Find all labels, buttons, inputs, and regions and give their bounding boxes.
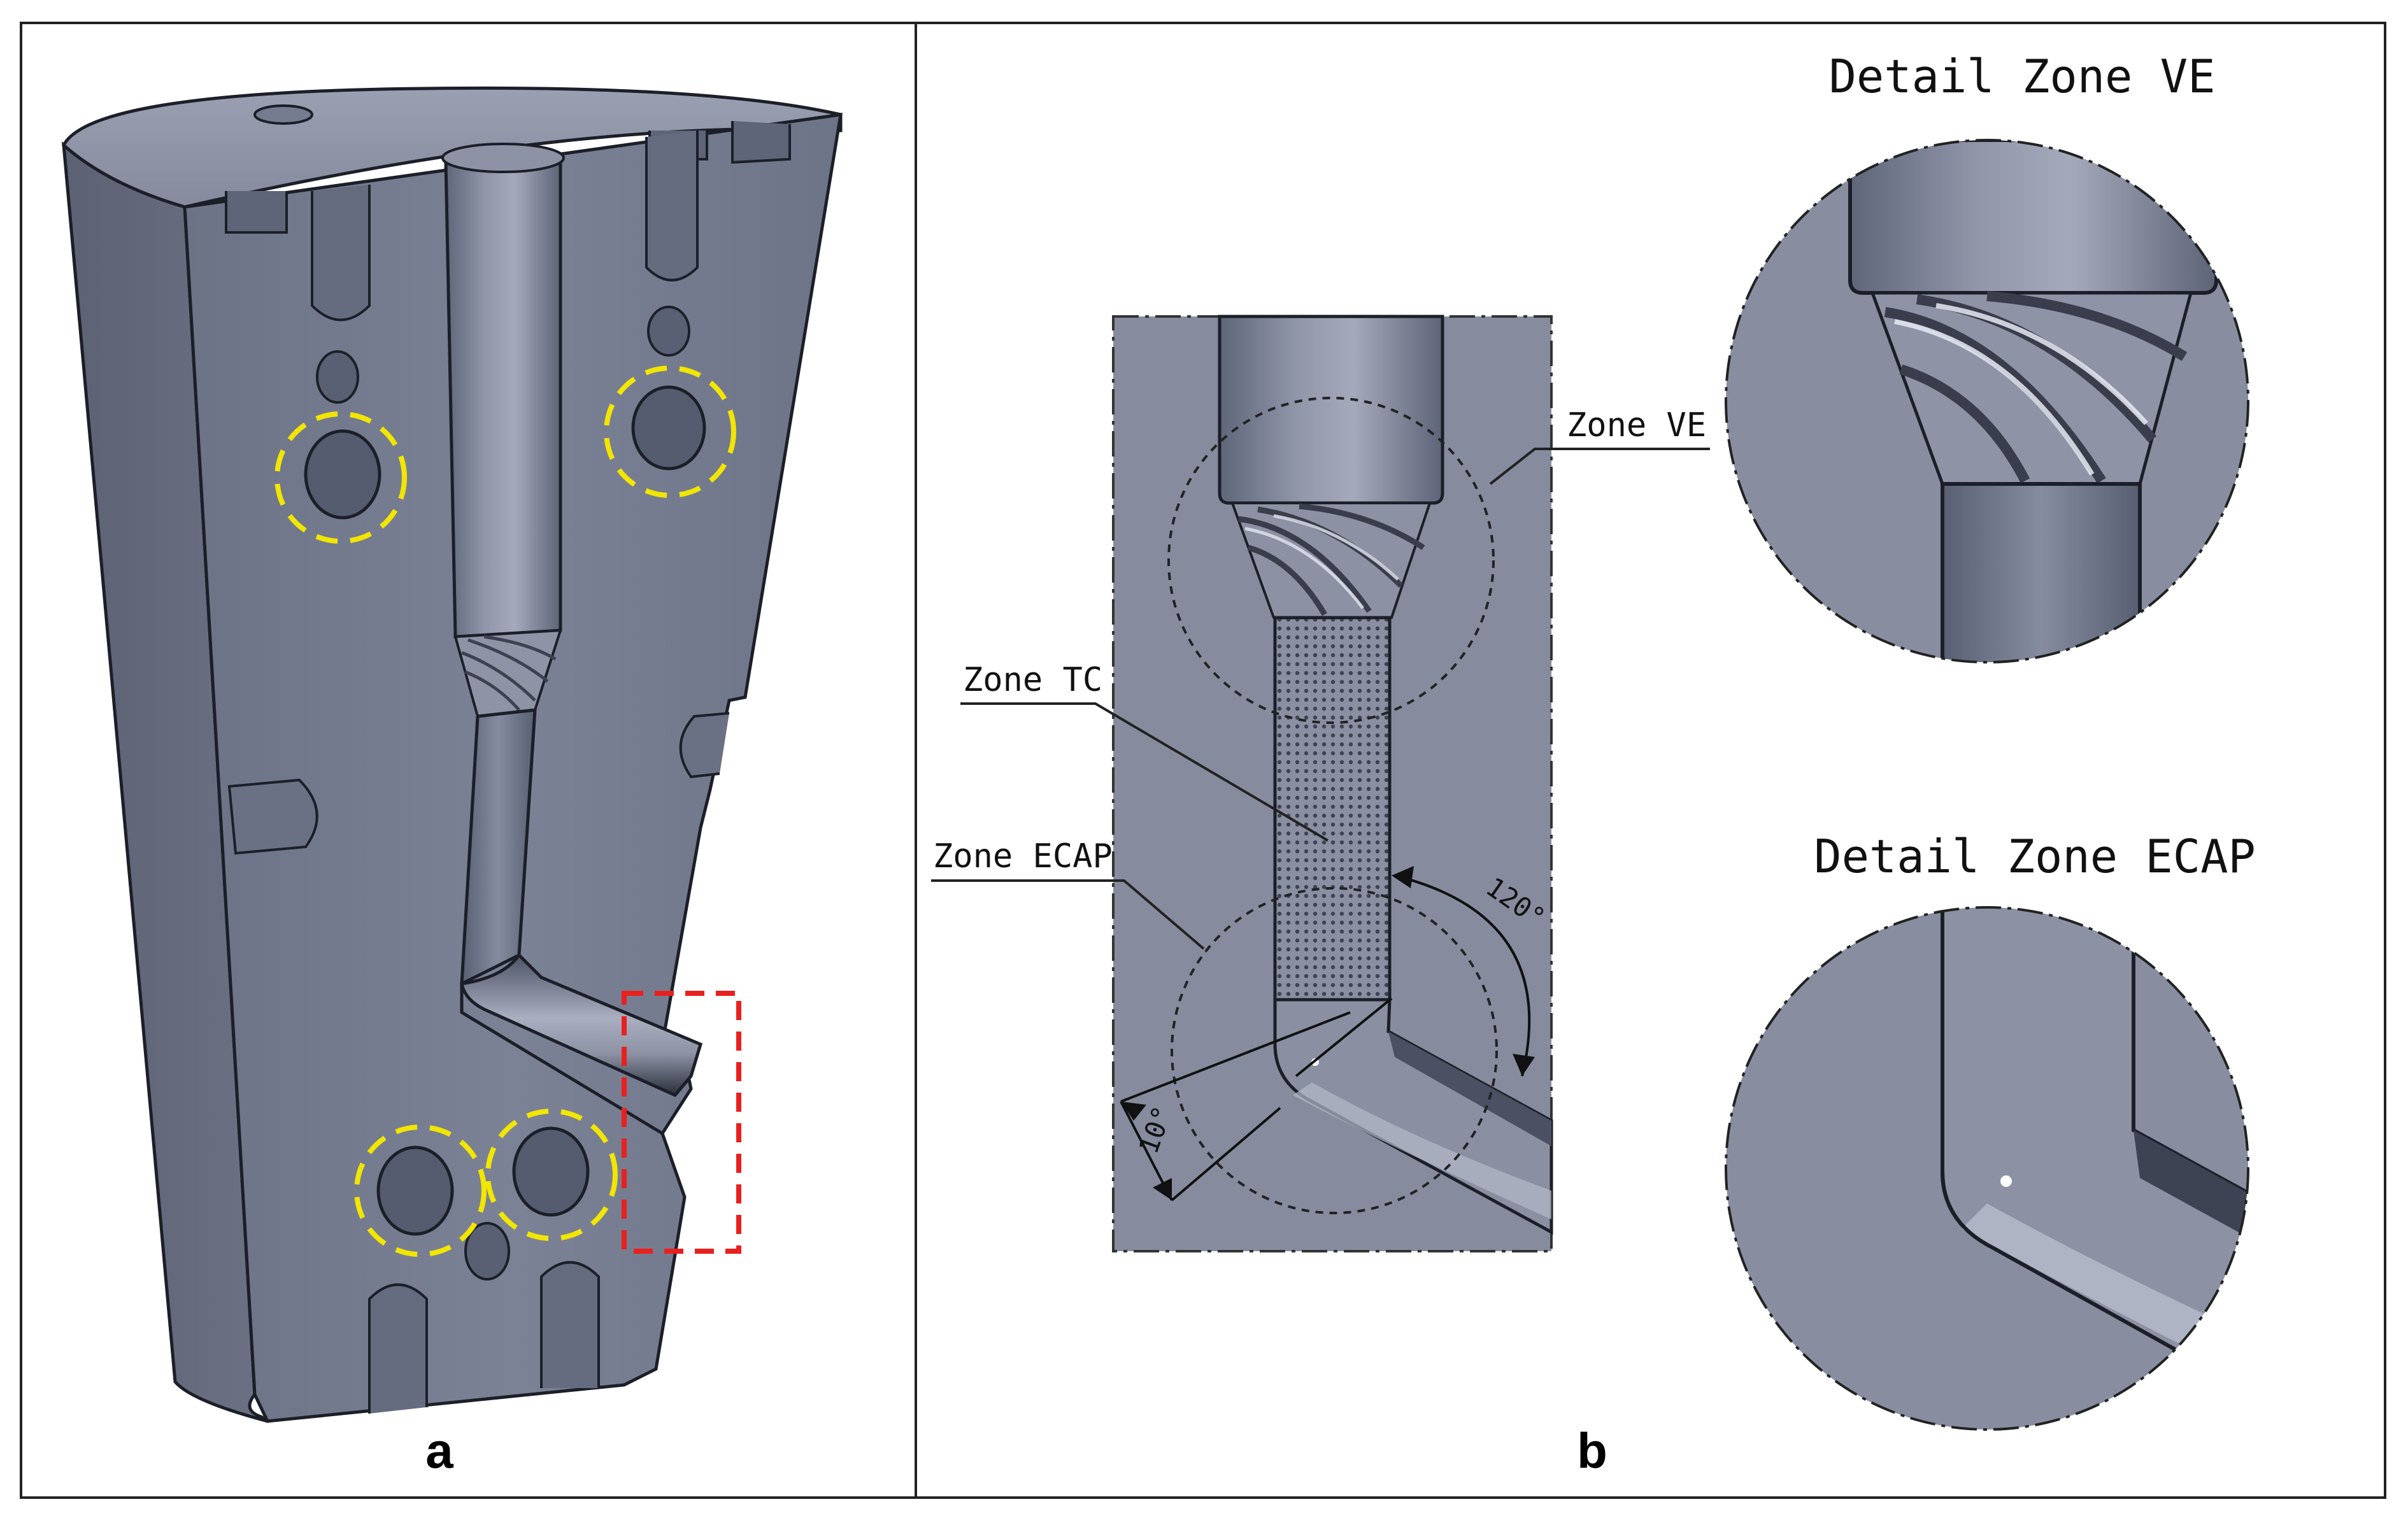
panel-a-die-model <box>61 86 843 1423</box>
detail-ve-title: Detail Zone VE <box>1829 50 2216 103</box>
highlight-bolt-hole-2 <box>604 365 736 498</box>
zone-tc-region <box>1273 616 1392 1002</box>
detail-ecap-view <box>1726 907 2248 1429</box>
detail-ve-view <box>1726 140 2248 662</box>
panel-b-section-view: Zone VE Zone TC Zone ECAP 120° 10° <box>931 315 1710 1252</box>
highlight-bolt-hole-3 <box>354 1124 487 1257</box>
highlight-bolt-hole-1 <box>274 411 407 544</box>
detail-ecap-title: Detail Zone ECAP <box>1814 830 2256 883</box>
highlight-ecap-region <box>622 991 741 1254</box>
panel-b-letter: b <box>1577 1422 1607 1479</box>
label-zone-ve: Zone VE <box>1567 406 1706 444</box>
zone-ecap-circle <box>1171 887 1498 1214</box>
figure-frame <box>20 22 2386 1499</box>
label-zone-tc: Zone TC <box>963 661 1102 699</box>
die-upper-bore <box>444 149 562 639</box>
highlight-bolt-hole-4 <box>485 1109 618 1241</box>
label-zone-ecap: Zone ECAP <box>933 837 1113 876</box>
die-ecap-bend <box>460 953 703 1098</box>
zone-ve-circle <box>1167 397 1495 724</box>
panel-a-letter: a <box>425 1422 453 1479</box>
